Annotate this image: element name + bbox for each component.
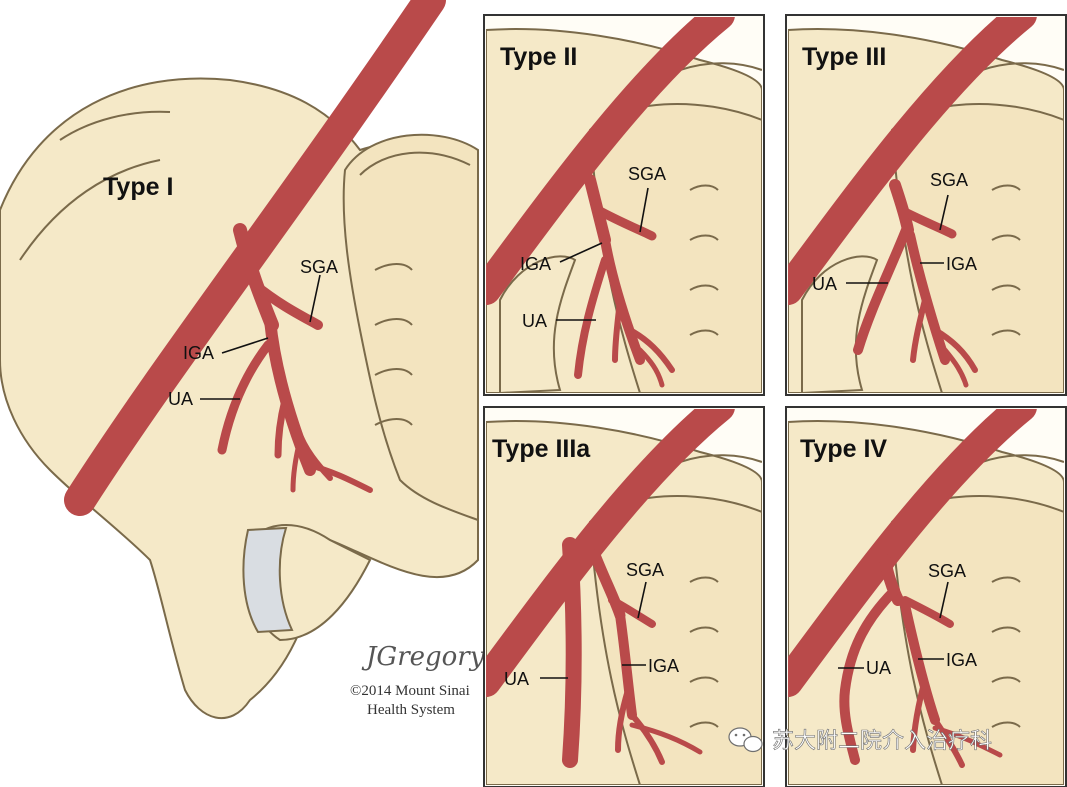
panel-type-2: Type II SGA IGA UA <box>483 14 765 396</box>
panel-type-2-leaders <box>556 187 649 321</box>
panel-type-3: Type III SGA IGA UA <box>785 14 1067 396</box>
cartilage-ring <box>242 526 294 634</box>
panel-type-4-title: Type IV <box>800 435 887 463</box>
panel-type-2-sga-label: SGA <box>628 164 666 184</box>
watermark-text: 苏大附二院介入治疗科 <box>772 729 992 754</box>
watermark: 苏大附二院介入治疗科 <box>728 727 992 754</box>
main-panel-title: Type I <box>103 173 173 201</box>
main-leaders <box>200 274 321 400</box>
panel-type-3a-iga-label: IGA <box>648 656 679 676</box>
sacrum <box>342 133 479 522</box>
panel-type-2-title: Type II <box>500 43 577 71</box>
main-artery-tree <box>64 0 446 516</box>
panel-type-3-sga-label: SGA <box>930 170 968 190</box>
main-sga-label: SGA <box>300 257 338 277</box>
panel-type-3-ua-label: UA <box>812 274 837 294</box>
copyright-line-1: ©2014 Mount Sinai <box>350 683 470 699</box>
panel-type-2-iga-label: IGA <box>520 254 551 274</box>
panel-type-3a-title: Type IIIa <box>492 435 591 463</box>
panel-type-4-ua-label: UA <box>866 658 891 678</box>
main-ua-label: UA <box>168 389 193 409</box>
panel-type-3a-leaders <box>540 581 647 679</box>
panel-type-3-iga-label: IGA <box>946 254 977 274</box>
panel-type-4-iga-label: IGA <box>946 650 977 670</box>
panel-type-4-leaders <box>838 581 949 669</box>
artist-signature: JGregory <box>361 642 485 672</box>
panel-type-3-title: Type III <box>802 43 886 71</box>
main-iga-label: IGA <box>183 343 214 363</box>
panel-type-3-leaders <box>846 194 949 284</box>
main-panel-type-1: Type I SGA IGA UA JGregory ©2014 Mount S… <box>0 0 485 719</box>
panel-type-4-sga-label: SGA <box>928 561 966 581</box>
artist-credit: JGregory ©2014 Mount Sinai Health System <box>350 642 485 718</box>
copyright-line-2: Health System <box>367 702 455 718</box>
panel-type-3a: Type IIIa SGA IGA UA <box>483 406 765 787</box>
panel-type-3a-sga-label: SGA <box>626 560 664 580</box>
panel-type-3a-ua-label: UA <box>504 669 529 689</box>
panel-type-4: Type IV SGA IGA UA <box>785 406 1067 787</box>
iliac-wing-contour <box>19 110 171 261</box>
wechat-icon <box>728 727 763 753</box>
panel-type-2-ua-label: UA <box>522 311 547 331</box>
